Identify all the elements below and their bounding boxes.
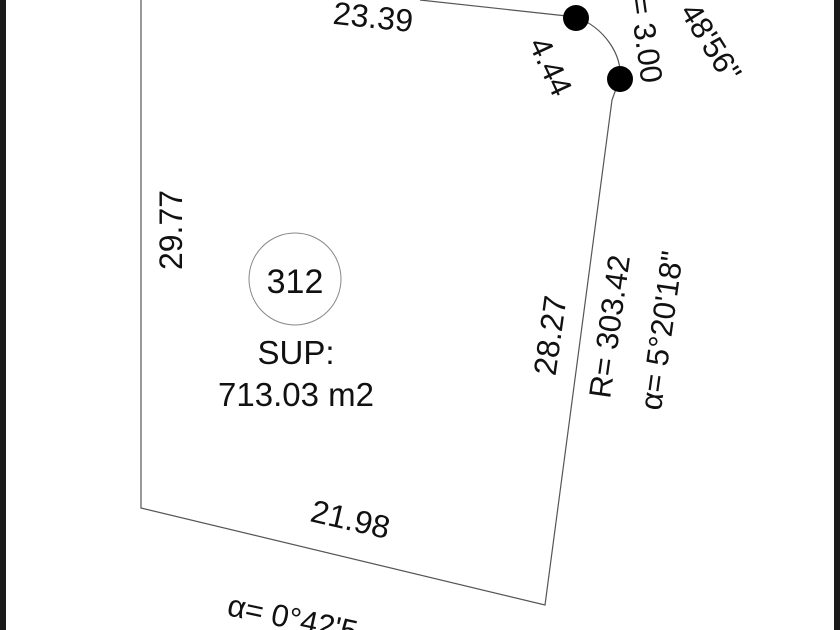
lot-boundary <box>140 0 621 606</box>
top-edge-line <box>419 0 577 18</box>
vertex-point <box>563 5 589 31</box>
frame-edge-right <box>834 0 840 630</box>
right-edge-length: 28.27 <box>527 293 574 377</box>
right-curve-radius-label: R= 303.42 <box>582 253 637 400</box>
left-edge-length: 29.77 <box>153 190 189 270</box>
corner-angle-label: 48'56" <box>673 0 748 88</box>
bottom-edge-length: 21.98 <box>307 493 393 546</box>
frame-edge-left <box>0 0 6 630</box>
bottom-curve-angle-label: α= 0°42'5 <box>225 588 361 630</box>
area-label: SUP: <box>257 334 334 371</box>
area-value: 713.03 m2 <box>218 376 374 413</box>
top-edge-length: 23.39 <box>331 0 414 39</box>
lot-number: 312 <box>267 263 324 301</box>
lot-number-circle <box>248 232 342 326</box>
corner-chord-length: 4.44 <box>522 32 579 101</box>
right-curve-angle-label: α= 5°20'18" <box>633 249 690 412</box>
vertex-point <box>607 66 633 92</box>
